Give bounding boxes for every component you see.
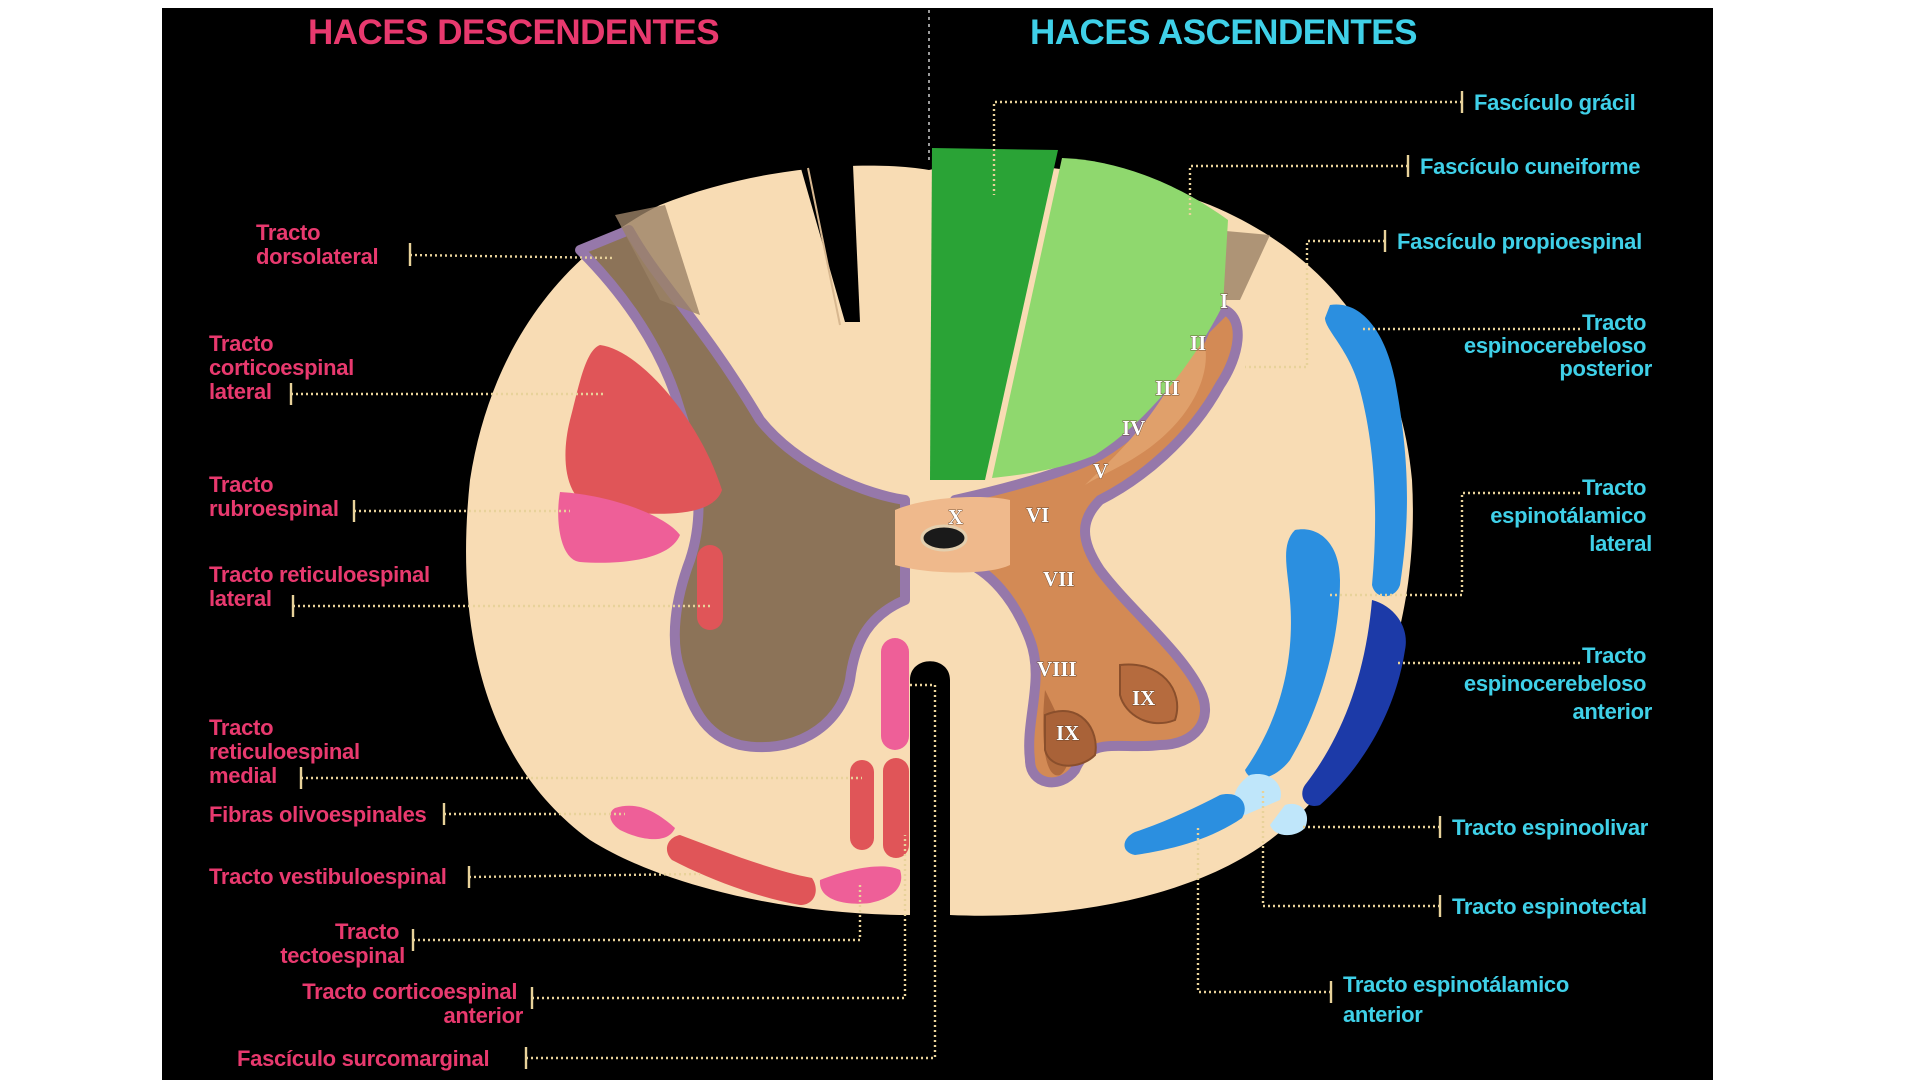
fasciculus-cuneatus bbox=[992, 158, 1228, 478]
label-line: Tracto bbox=[209, 472, 273, 497]
label-line: anterior bbox=[1343, 1002, 1423, 1027]
header-ascending: HACES ASCENDENTES bbox=[1030, 13, 1417, 52]
lamina-label: II bbox=[1190, 331, 1206, 355]
label-line: medial bbox=[209, 763, 277, 788]
lamina-label: I bbox=[1220, 289, 1228, 313]
lamina-label: VI bbox=[1026, 503, 1049, 527]
leader-vestibulospinal bbox=[468, 872, 701, 879]
label-propriospinal: Fascículo propioespinal bbox=[1397, 229, 1642, 254]
lamina-labels: I II III IV V VI VII VIII IX IX X bbox=[948, 289, 1229, 746]
label-rubrospinal: Tracto rubroespinal bbox=[209, 472, 339, 521]
label-corticospinal-lateral: Tracto corticoespinal lateral bbox=[209, 331, 360, 404]
leader-spinotectal bbox=[1261, 790, 1440, 908]
ascending-leaders bbox=[992, 91, 1580, 1003]
lamina-label: VIII bbox=[1037, 657, 1077, 681]
descending-labels: Tracto dorsolateral Tracto corticoespina… bbox=[209, 220, 524, 1071]
label-line: lateral bbox=[209, 379, 272, 404]
label-dorsolateral: Tracto dorsolateral bbox=[256, 220, 378, 269]
tract-reticulospinal-lateral bbox=[697, 545, 723, 630]
label-olivospinal: Fibras olivoespinales bbox=[209, 802, 427, 827]
lamina-label: IX bbox=[1132, 686, 1155, 710]
label-tectospinal: Tracto tectoespinal bbox=[280, 919, 405, 968]
label-spinothalamic-anterior: Tracto espinotálamico anterior bbox=[1343, 972, 1575, 1027]
label-line: espinotálamico bbox=[1490, 503, 1646, 528]
header-descending: HACES DESCENDENTES bbox=[308, 13, 719, 52]
tract-reticulospinal-medial bbox=[850, 760, 874, 850]
label-line: lateral bbox=[1589, 531, 1652, 556]
lamina-label: IV bbox=[1122, 416, 1145, 440]
label-line: Tracto bbox=[209, 331, 273, 356]
leader-spinothalamic-lateral bbox=[1330, 491, 1580, 597]
label-line: lateral bbox=[209, 586, 272, 611]
label-line: tectoespinal bbox=[280, 943, 405, 968]
tract-vestibulospinal bbox=[666, 835, 816, 905]
leader-tectospinal bbox=[413, 885, 862, 942]
label-reticulospinal-medial: Tracto reticuloespinal medial bbox=[209, 715, 366, 788]
label-line: Tracto bbox=[256, 220, 320, 245]
label-spinoolivary: Tracto espinoolivar bbox=[1452, 815, 1649, 840]
label-vestibulospinal: Tracto vestibuloespinal bbox=[209, 864, 447, 889]
central-canal bbox=[920, 524, 968, 552]
tract-spinoolivary bbox=[1270, 803, 1308, 836]
label-line: Tracto bbox=[1582, 310, 1646, 335]
tract-spinothalamic-anterior bbox=[1124, 794, 1245, 855]
label-line: Tracto bbox=[1582, 643, 1646, 668]
tract-sulcomarginal bbox=[881, 638, 909, 750]
lamina-ix-medial bbox=[1044, 710, 1097, 767]
leader-gracilis bbox=[992, 100, 1462, 195]
lamina-label: IX bbox=[1056, 721, 1079, 745]
label-line: espinocerebeloso bbox=[1464, 671, 1646, 696]
leader-corticospinal-anterior bbox=[532, 835, 907, 1000]
label-gracilis: Fascículo grácil bbox=[1474, 90, 1636, 115]
tract-spinothalamic-lateral bbox=[1245, 529, 1340, 779]
label-line: dorsolateral bbox=[256, 244, 378, 269]
tract-rubrospinal bbox=[558, 492, 680, 563]
leader-dorsolateral bbox=[409, 253, 616, 260]
label-line: rubroespinal bbox=[209, 496, 339, 521]
label-spinothalamic-lateral: Tracto espinotálamico lateral bbox=[1490, 475, 1652, 556]
label-line: Tracto bbox=[1582, 475, 1646, 500]
ascending-labels: Fascículo grácil Fascículo cuneiforme Fa… bbox=[1343, 90, 1653, 1027]
lamina-label: III bbox=[1155, 376, 1180, 400]
leader-propriospinal bbox=[1245, 239, 1385, 369]
label-line: Tracto espinotálamico bbox=[1343, 972, 1569, 997]
lamina-label: X bbox=[948, 505, 963, 529]
leader-sulcomarginal bbox=[526, 683, 937, 1060]
label-line: anterior bbox=[1572, 699, 1652, 724]
label-line: anterior bbox=[443, 1003, 523, 1028]
label-spinocerebellar-posterior: Tracto espinocerebeloso posterior bbox=[1464, 310, 1653, 381]
septum-line bbox=[807, 167, 841, 326]
lamina-label: VII bbox=[1043, 567, 1075, 591]
label-line: Tracto corticoespinal bbox=[302, 979, 517, 1004]
label-line: posterior bbox=[1559, 356, 1652, 381]
label-line: Tracto bbox=[335, 919, 399, 944]
dorsolateral-zone-left bbox=[615, 205, 700, 315]
label-spinotectal: Tracto espinotectal bbox=[1452, 894, 1647, 919]
label-line: Tracto bbox=[209, 715, 273, 740]
label-line: corticoespinal bbox=[209, 355, 354, 380]
lamina-label: V bbox=[1093, 459, 1108, 483]
tract-corticospinal-lateral bbox=[565, 345, 722, 514]
label-line: Tracto reticuloespinal bbox=[209, 562, 430, 587]
tract-corticospinal-anterior bbox=[883, 758, 909, 858]
label-line: reticuloespinal bbox=[209, 739, 360, 764]
tract-spinocerebellar-posterior bbox=[1325, 304, 1407, 597]
leader-cuneatus bbox=[1188, 164, 1408, 215]
label-cuneatus: Fascículo cuneiforme bbox=[1420, 154, 1640, 179]
label-line: espinocerebeloso bbox=[1464, 333, 1646, 358]
spinal-cord-section bbox=[466, 148, 1413, 916]
tract-spinotectal bbox=[1233, 774, 1281, 815]
tract-olivospinal bbox=[610, 805, 675, 840]
label-sulcomarginal: Fascículo surcomarginal bbox=[237, 1046, 489, 1071]
lamina-ix-lateral bbox=[1119, 663, 1179, 725]
descending-leaders bbox=[289, 243, 937, 1069]
fasciculus-gracilis bbox=[930, 148, 1058, 480]
tract-spinocerebellar-anterior bbox=[1302, 600, 1406, 806]
label-corticospinal-anterior: Tracto corticoespinal anterior bbox=[302, 979, 524, 1028]
label-reticulospinal-lateral: Tracto reticuloespinal lateral bbox=[209, 562, 436, 611]
label-spinocerebellar-anterior: Tracto espinocerebeloso anterior bbox=[1464, 643, 1653, 724]
